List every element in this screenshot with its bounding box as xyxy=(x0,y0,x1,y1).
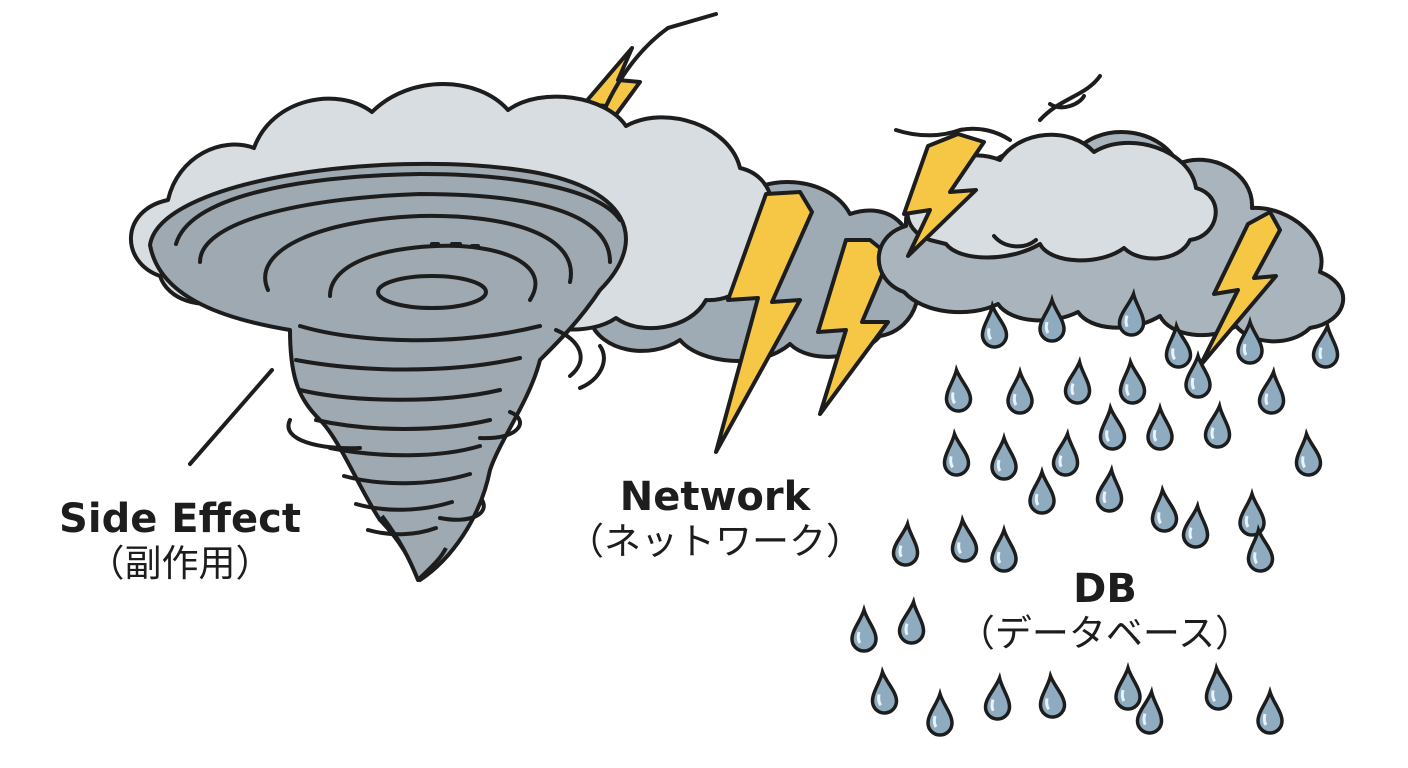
raindrop-icon xyxy=(1150,489,1177,532)
raindrop-icon xyxy=(928,694,952,735)
raindrop-icon xyxy=(1313,325,1340,368)
raindrop-icon xyxy=(1065,361,1092,404)
raindrop-icon xyxy=(1148,408,1172,449)
side-effect-label-ja: （副作用） xyxy=(30,542,330,586)
raindrop-icon xyxy=(1240,494,1264,535)
raindrop-icon xyxy=(852,610,876,651)
raindrop-icon xyxy=(1038,675,1065,718)
raindrop-icon xyxy=(950,519,977,562)
raindrop-icon xyxy=(1116,668,1140,709)
side-effect-label-en: Side Effect xyxy=(30,496,330,542)
raindrop-icon xyxy=(899,601,926,644)
raindrop-icon xyxy=(944,369,971,412)
network-label-ja: （ネットワーク） xyxy=(555,520,875,564)
raindrop-icon xyxy=(1294,433,1321,476)
raindrop-group xyxy=(852,293,1340,735)
raindrop-icon xyxy=(992,530,1016,571)
db-label-ja: （データベース） xyxy=(940,612,1270,656)
db-label: DB （データベース） xyxy=(940,566,1270,656)
raindrop-icon xyxy=(1118,361,1145,404)
db-label-en: DB xyxy=(940,566,1270,612)
raindrop-icon xyxy=(1030,472,1054,513)
raindrop-icon xyxy=(1204,667,1231,710)
raindrop-icon xyxy=(893,523,920,566)
side-effect-label: Side Effect （副作用） xyxy=(30,496,330,586)
raindrop-icon xyxy=(1053,433,1080,476)
raindrop-icon xyxy=(1098,407,1125,450)
network-label: Network （ネットワーク） xyxy=(555,474,875,564)
raindrop-icon xyxy=(985,677,1012,720)
network-label-en: Network xyxy=(555,474,875,520)
raindrop-icon xyxy=(1258,692,1282,733)
raindrop-icon xyxy=(1205,405,1232,448)
raindrop-icon xyxy=(1259,371,1286,414)
raindrop-icon xyxy=(942,433,969,476)
raindrop-icon xyxy=(870,671,897,714)
raindrop-icon xyxy=(1097,469,1124,512)
raindrop-icon xyxy=(992,438,1016,479)
raindrop-icon xyxy=(1008,372,1032,413)
side-effect-leader-line xyxy=(190,370,272,464)
raindrop-icon xyxy=(1183,505,1210,548)
